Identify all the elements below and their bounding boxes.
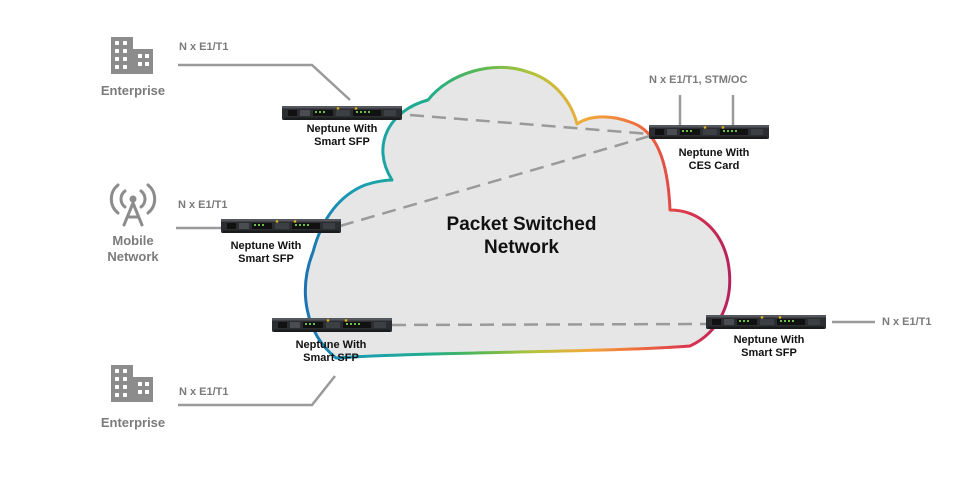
building-icon xyxy=(111,365,153,402)
neptune-device-ces[interactable] xyxy=(649,125,769,139)
pseudowire-links xyxy=(339,113,708,327)
cloud-title-line2: Network xyxy=(484,237,559,258)
device-label-bottom-left: Neptune With Smart SFP xyxy=(281,339,381,364)
ces-uplink-label: N x E1/T1, STM/OC xyxy=(649,74,748,86)
device-label-line: Neptune With xyxy=(306,123,378,135)
building-icon xyxy=(111,37,153,74)
device-label-bottom-right: Neptune With Smart SFP xyxy=(719,334,819,359)
enterprise-bottom-link-label: N x E1/T1 xyxy=(179,386,229,398)
neptune-device-top-left[interactable] xyxy=(282,106,402,120)
packet-network-cloud xyxy=(303,65,732,360)
device-label-line: Neptune With xyxy=(733,334,805,346)
mobile-network-label-line2: Network xyxy=(107,249,159,264)
neptune-device-bottom-left[interactable] xyxy=(272,318,392,332)
mobile-network-label-line1: Mobile xyxy=(112,233,154,248)
device-label-top-left: Neptune With Smart SFP xyxy=(292,123,392,148)
mobile-link-label: N x E1/T1 xyxy=(178,199,228,211)
link-enterprise-bottom xyxy=(178,375,336,407)
right-link-label: N x E1/T1 xyxy=(882,316,932,328)
device-label-ces: Neptune With CES Card xyxy=(664,147,764,172)
pw-mid-left-to-ces xyxy=(339,134,651,228)
pw-top-left-to-ces xyxy=(409,113,651,136)
enterprise-top-label: Enterprise xyxy=(100,83,166,98)
link-enterprise-top xyxy=(178,63,351,101)
cloud-title-line1: Packet Switched xyxy=(446,214,597,235)
device-label-line: Neptune With xyxy=(295,339,367,351)
cloud-title: Packet Switched Network xyxy=(400,213,643,259)
enterprise-top-link-label: N x E1/T1 xyxy=(179,41,229,53)
device-label-line: Neptune With xyxy=(230,240,302,252)
device-label-line: CES Card xyxy=(688,159,740,172)
device-label-line: Smart SFP xyxy=(303,351,359,364)
device-label-line: Smart SFP xyxy=(238,252,294,265)
device-label-mid-left: Neptune With Smart SFP xyxy=(216,240,316,265)
device-label-line: Smart SFP xyxy=(314,135,370,148)
device-label-line: Smart SFP xyxy=(741,346,797,359)
enterprise-bottom-label: Enterprise xyxy=(100,415,166,430)
mobile-network-label: Mobile Network xyxy=(88,233,178,265)
neptune-device-mid-left[interactable] xyxy=(221,219,341,233)
access-links xyxy=(176,63,875,407)
neptune-device-bottom-right[interactable] xyxy=(706,315,826,329)
cell-tower-icon xyxy=(109,183,157,227)
pw-bottom-left-to-bottom-right xyxy=(391,322,708,327)
device-label-line: Neptune With xyxy=(678,147,750,159)
